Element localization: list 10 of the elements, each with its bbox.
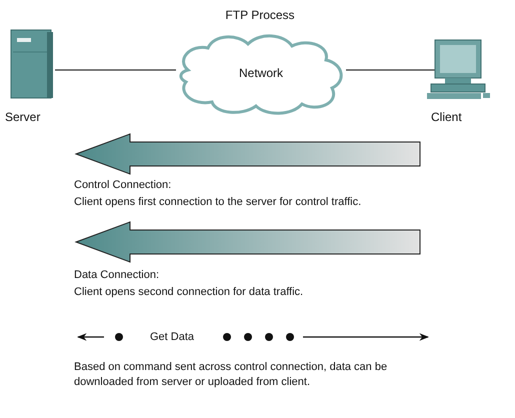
caption-text: Client opens first connection to the server for control traffic. <box>74 195 362 210</box>
caption-heading: Data Connection: <box>74 268 159 283</box>
note-text: Based on command sent across control connection, data can be downloaded from server or uploaded from client. <box>74 360 388 390</box>
node-label: Client <box>431 110 462 124</box>
node-label: Server <box>5 110 40 124</box>
diagram-title: FTP Process <box>224 8 296 22</box>
caption-heading: Control Connection: <box>74 178 172 193</box>
transfer-label: Get Data <box>150 330 194 345</box>
node-label: Network <box>238 66 284 80</box>
caption-text: Client opens second connection for data traffic. <box>74 285 304 300</box>
